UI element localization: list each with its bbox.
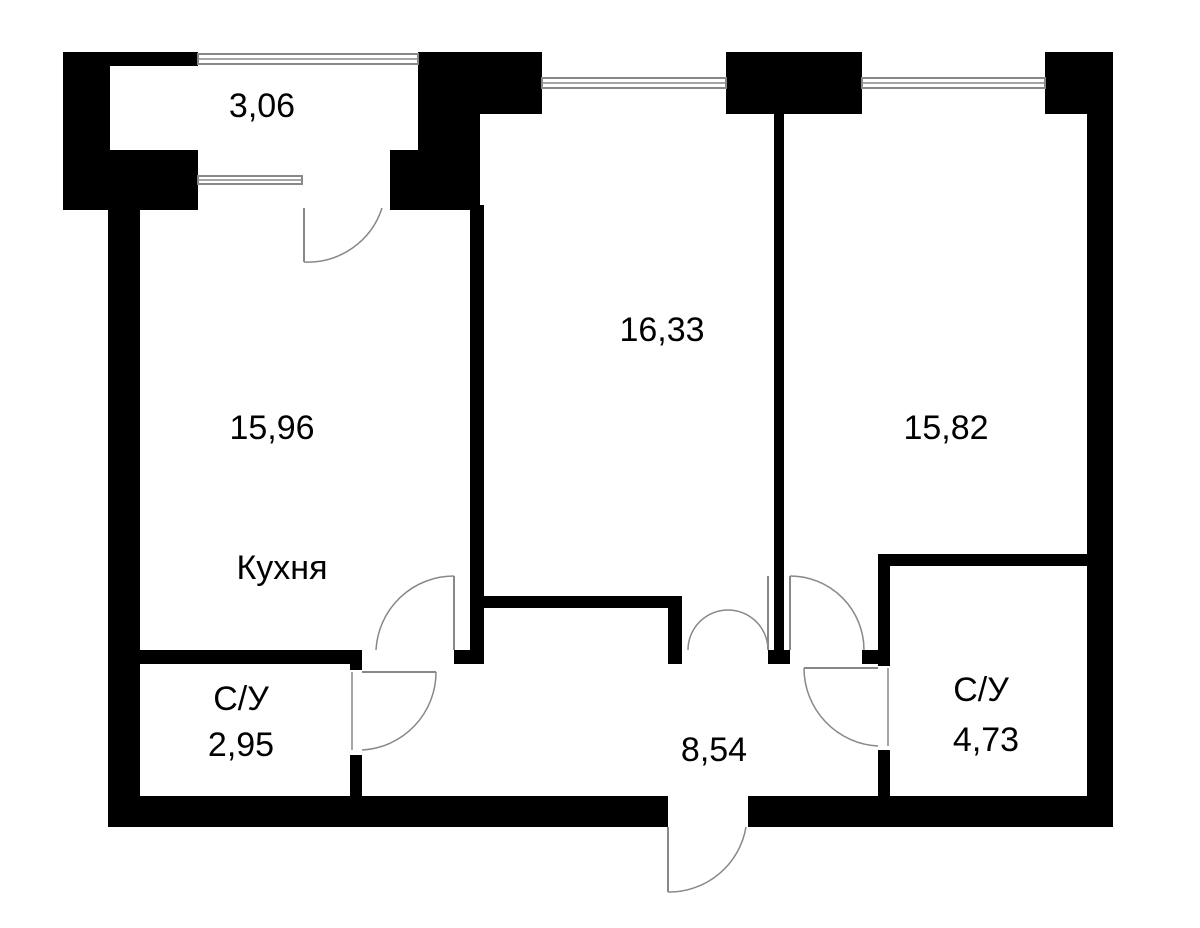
wall-mid-right bbox=[774, 114, 784, 660]
door-kitchen-arc bbox=[375, 575, 455, 651]
wall-balcony-right-top bbox=[418, 52, 480, 152]
wall-bottom-left bbox=[108, 796, 668, 827]
door-bath-right-arc bbox=[803, 667, 879, 747]
door-room-middle-arc bbox=[687, 609, 769, 651]
wall-kitchen-right bbox=[470, 205, 484, 660]
wall-notch-right bbox=[668, 596, 682, 664]
wall-bath-left-right-lower bbox=[350, 755, 362, 827]
wall-balcony-right bbox=[390, 150, 480, 210]
wall-right-outer bbox=[1087, 52, 1113, 827]
kitchen-name: Кухня bbox=[237, 549, 328, 587]
wall-balcony-top-left bbox=[110, 52, 198, 66]
wall-balcony-left bbox=[63, 52, 110, 210]
walls bbox=[63, 52, 1113, 827]
wall-bath-right-left-bottom bbox=[878, 750, 890, 827]
wall-kitchen-bottom bbox=[108, 650, 358, 664]
bathroom-right-area: 4,73 bbox=[953, 721, 1019, 759]
kitchen-area: 15,96 bbox=[229, 409, 314, 447]
wall-notch-door-stub bbox=[768, 650, 790, 664]
wall-top-mid-left bbox=[480, 52, 542, 114]
room-right-area: 15,82 bbox=[903, 409, 988, 447]
wall-notch-top bbox=[480, 596, 680, 608]
wall-kitchen-bottom-end bbox=[454, 650, 484, 664]
hallway-area: 8,54 bbox=[681, 731, 747, 769]
balcony-area: 3,06 bbox=[229, 87, 295, 125]
wall-hall-right-stub bbox=[862, 650, 890, 664]
room-middle-area: 16,33 bbox=[619, 311, 704, 349]
wall-bath-right-top bbox=[878, 554, 1113, 566]
wall-bath-left-right bbox=[350, 650, 362, 670]
door-room-right-arc bbox=[789, 575, 865, 651]
wall-left-outer bbox=[108, 188, 140, 827]
wall-top-mid-right bbox=[726, 52, 862, 114]
bathroom-right-name: С/У bbox=[953, 671, 1009, 709]
door-bath-left-arc bbox=[361, 671, 437, 751]
door-entrance-arc bbox=[667, 826, 747, 893]
door-balcony-arc bbox=[303, 207, 383, 263]
windows bbox=[197, 53, 1046, 185]
bathroom-left-name: С/У bbox=[213, 680, 269, 718]
wall-bath-right-left-top bbox=[878, 554, 890, 666]
room-labels: 3,06 16,33 15,96 15,82 Кухня С/У 2,95 8,… bbox=[208, 87, 1019, 769]
doors bbox=[303, 207, 889, 893]
wall-bottom-right bbox=[748, 796, 1113, 827]
bathroom-left-area: 2,95 bbox=[208, 726, 274, 764]
